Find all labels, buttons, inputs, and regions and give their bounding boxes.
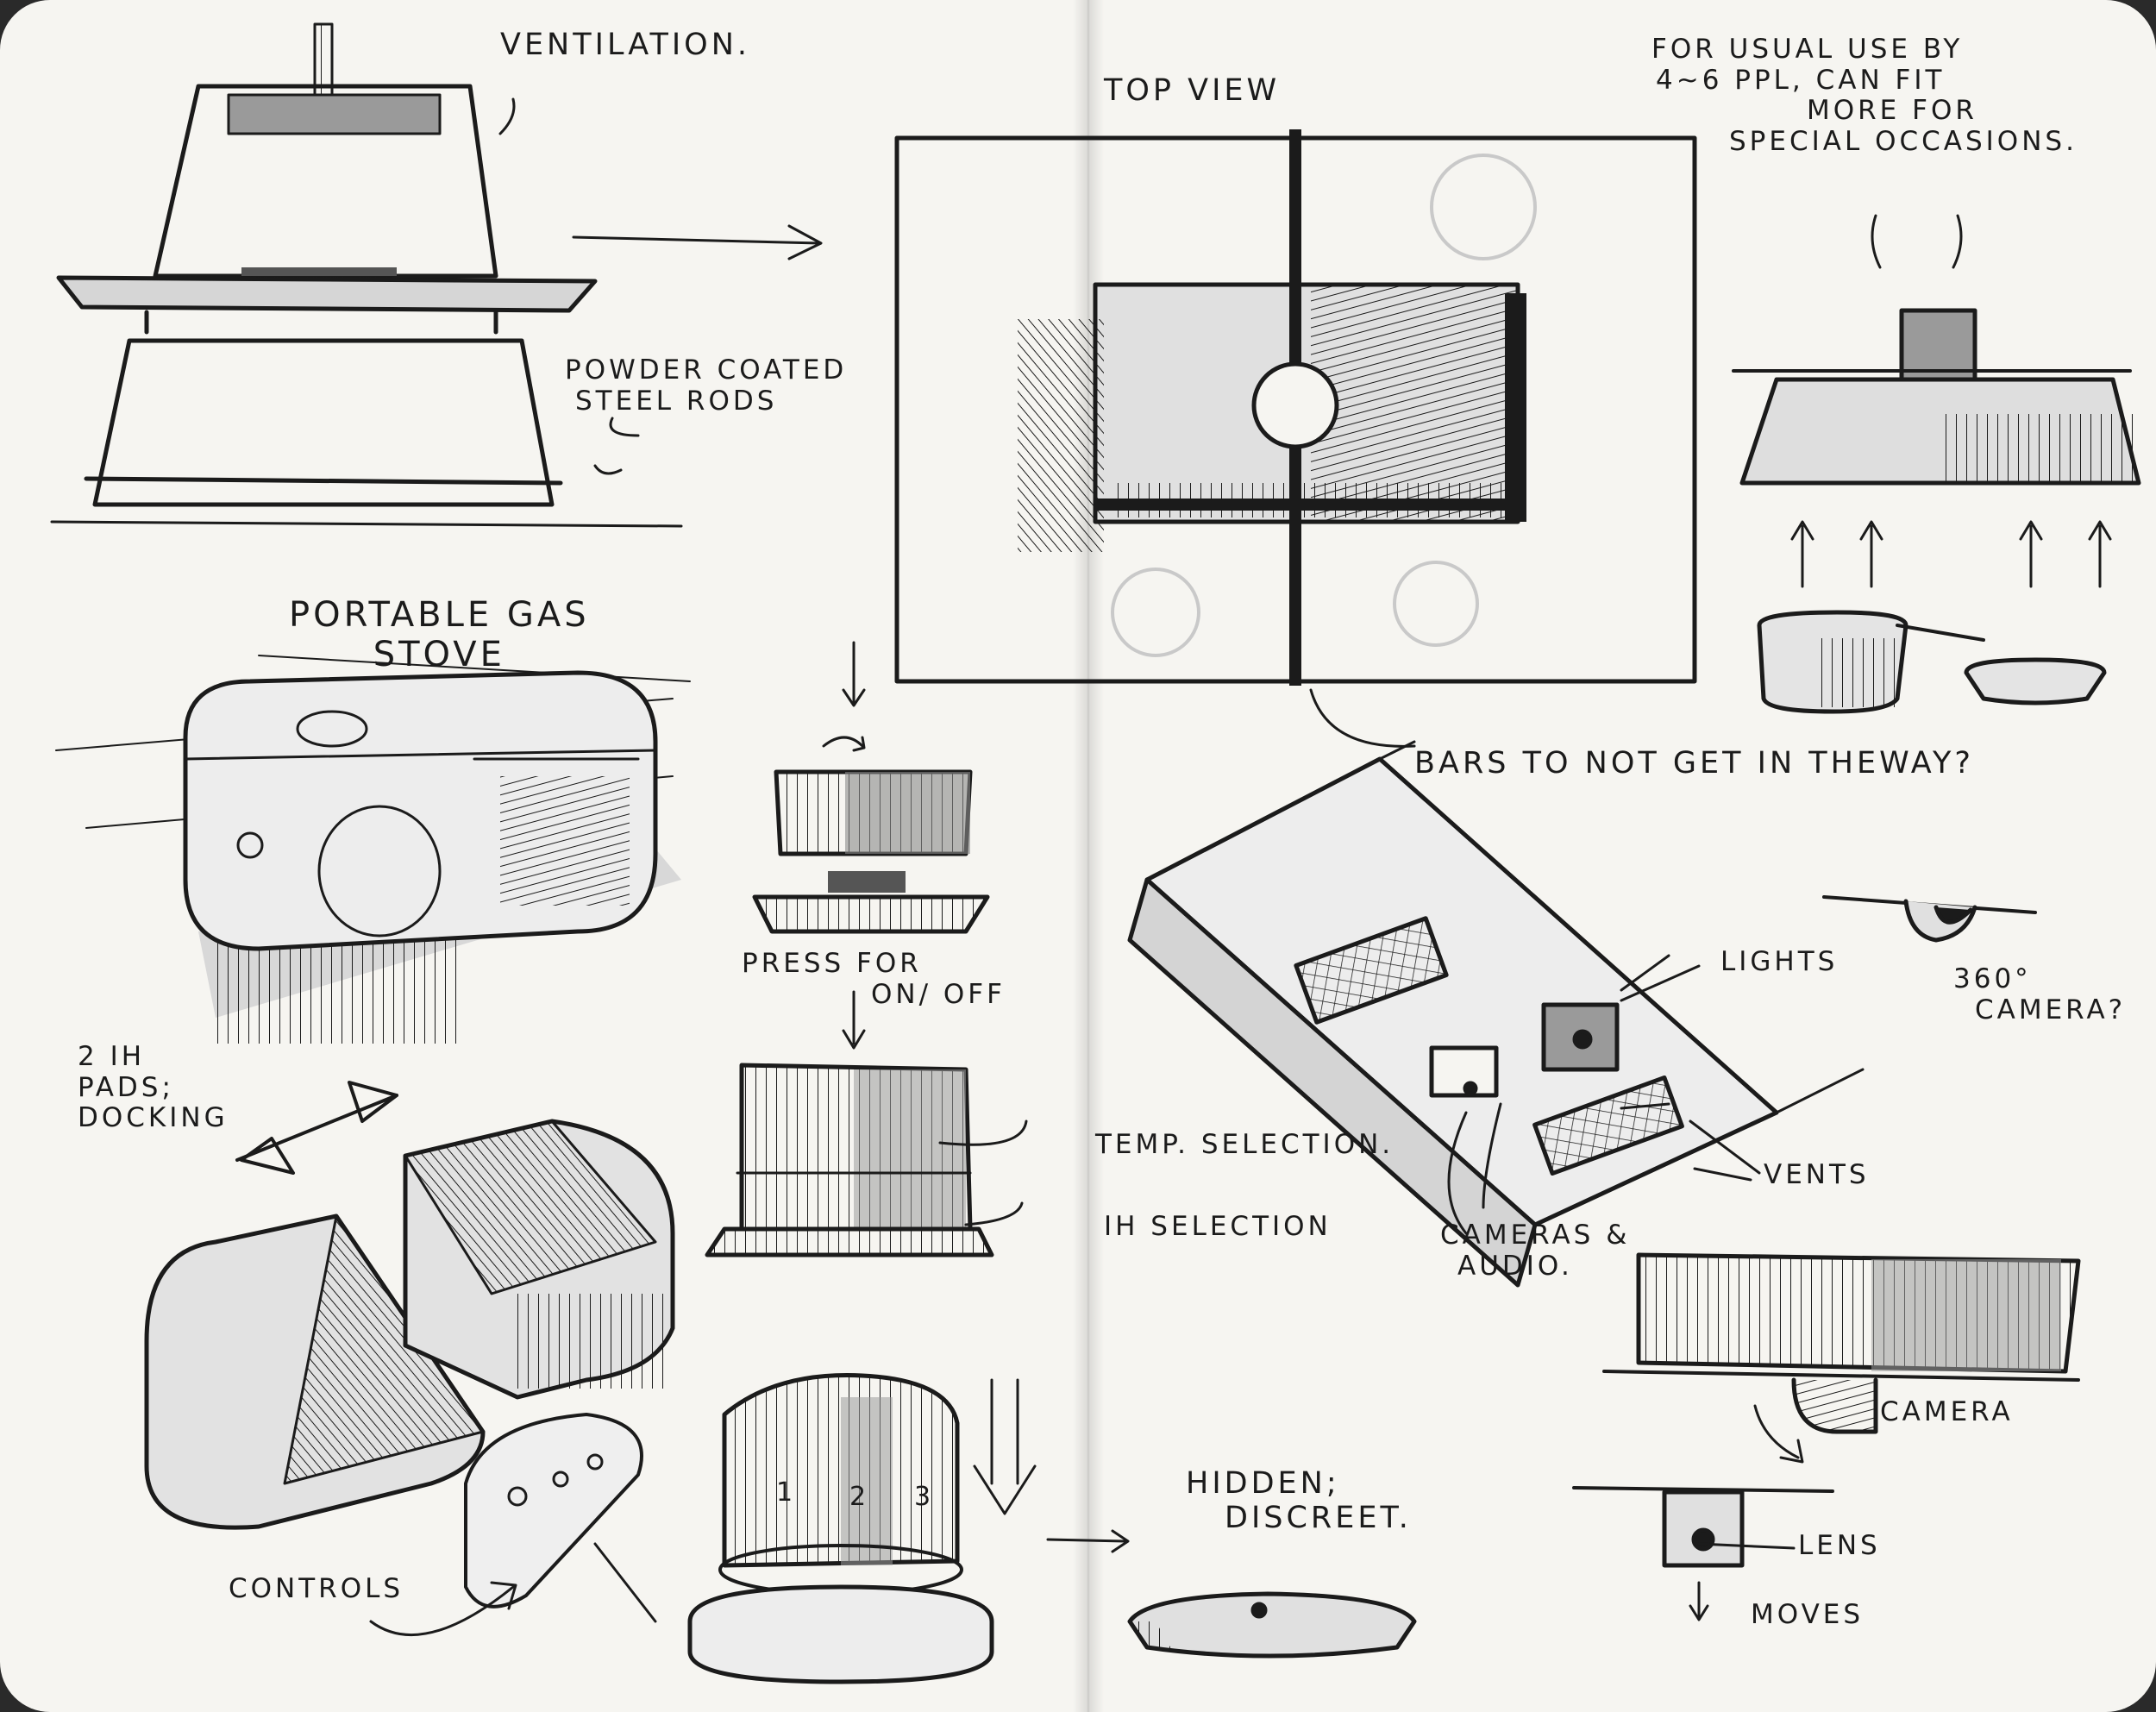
label-top-view: TOP VIEW	[1104, 73, 1281, 108]
hidden-disc-sketch	[1127, 1591, 1417, 1659]
label-press-line2: ON/ OFF	[871, 978, 1006, 1010]
label-usual-use-line4: SPECIAL OCCASIONS.	[1729, 125, 2078, 157]
label-press-line1: PRESS FOR	[742, 948, 922, 979]
control-number-2: 2	[849, 1482, 866, 1512]
hood-perspective-sketch	[1127, 740, 1865, 1288]
label-leaders	[498, 97, 1752, 1182]
press-knob-sketch	[752, 654, 990, 1050]
label-ih-pads-line3: DOCKING	[78, 1102, 229, 1134]
label-cameras-audio: CAMERAS & AUDIO.	[1440, 1220, 1630, 1282]
label-ih-pads-line2: PADS;	[78, 1071, 174, 1103]
camera-360-sketch	[1822, 895, 2037, 943]
label-temp-selection: TEMP. SELECTION.	[1095, 1129, 1395, 1160]
label-360-line2: CAMERA?	[1975, 994, 2127, 1025]
label-moves: MOVES	[1751, 1599, 1865, 1630]
label-usual-use-line3: MORE FOR	[1807, 95, 1977, 127]
label-lights: LIGHTS	[1720, 946, 1839, 977]
label-ventilation: VENTILATION.	[500, 28, 751, 62]
label-usual-use-line2: 4~6 PPL, CAN FIT	[1656, 64, 1946, 96]
portable-gas-stove-sketch	[55, 655, 691, 1044]
arrow-right	[572, 224, 823, 260]
control-number-labels: 1 2 3	[776, 1477, 931, 1512]
label-360-line1: 360°	[1953, 963, 2032, 994]
camera-module-sketch	[1572, 1252, 2081, 1621]
control-number-3: 3	[914, 1482, 931, 1512]
cylinder-unit-sketch	[687, 1373, 1130, 1684]
label-bars-question: BARS TO NOT GET IN THEWAY?	[1414, 746, 1974, 781]
label-ih-pads-docking: 2 IH PADS; DOCKING	[78, 1041, 229, 1134]
label-cameras-audio-line2: AUDIO.	[1457, 1250, 1573, 1282]
label-ih-pads-line1: 2 IH	[78, 1041, 146, 1072]
label-portable-gas-stove-line2: STOVE	[373, 635, 505, 674]
label-usual-use: FOR USUAL USE BY 4~6 PPL, CAN FIT MORE F…	[1651, 34, 2078, 158]
ih-pads-sketch	[144, 1081, 675, 1637]
label-controls: CONTROLS	[229, 1573, 404, 1604]
label-portable-gas-stove-line1: PORTABLE GAS	[289, 595, 590, 635]
dial-sketch	[705, 1063, 1028, 1257]
label-press-on-off: PRESS FOR ON/ OFF	[742, 948, 1006, 1010]
control-number-1: 1	[776, 1477, 793, 1508]
label-powder-coated-line2: STEEL RODS	[575, 385, 778, 417]
label-vents: VENTS	[1764, 1159, 1870, 1190]
label-usual-use-line1: FOR USUAL USE BY	[1651, 34, 1964, 65]
label-hidden-discreet: HIDDEN; DISCREET.	[1186, 1466, 1412, 1536]
label-portable-gas-stove: PORTABLE GAS STOVE	[289, 595, 590, 674]
label-hidden-line2: DISCREET.	[1225, 1501, 1412, 1536]
label-hidden-line1: HIDDEN;	[1186, 1466, 1340, 1501]
label-lens: LENS	[1798, 1530, 1881, 1561]
label-ih-selection: IH SELECTION	[1104, 1211, 1332, 1242]
pot-stand-sketch	[1732, 214, 2141, 714]
label-cameras-audio-line1: CAMERAS &	[1440, 1220, 1631, 1251]
top-view-sketch	[852, 129, 1697, 748]
label-camera: CAMERA	[1880, 1396, 2014, 1427]
label-360-camera: 360° CAMERA?	[1953, 963, 2127, 1025]
hood-table-sketch	[50, 22, 683, 528]
label-powder-coated-line1: POWDER COATED	[565, 354, 848, 386]
label-powder-coated: POWDER COATED STEEL RODS	[565, 354, 848, 417]
